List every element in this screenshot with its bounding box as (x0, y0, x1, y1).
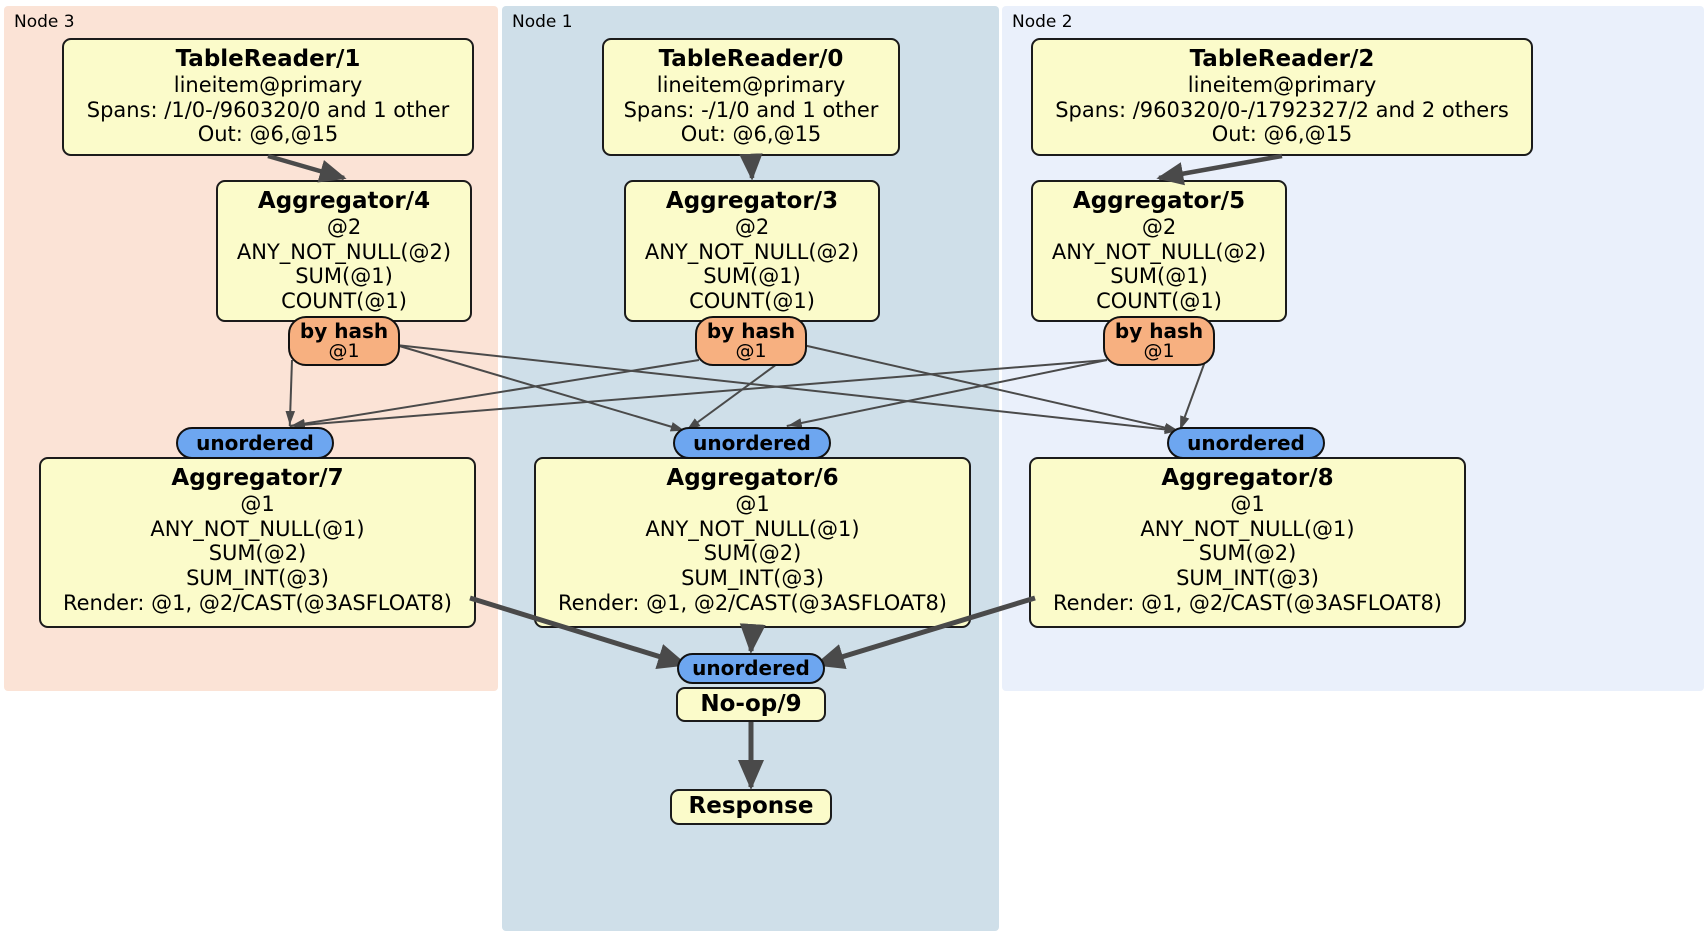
by-hash-router-hash5[interactable]: by hash@1 (1103, 316, 1215, 366)
processor-detail-line: ANY_NOT_NULL(@1) (150, 516, 365, 541)
processor-detail-line: SUM(@2) (1198, 541, 1297, 566)
processor-detail-line: SUM_INT(@3) (1176, 566, 1319, 591)
processor-detail-line: ANY_NOT_NULL(@2) (1051, 239, 1267, 264)
pill-sublabel: @1 (735, 339, 767, 362)
processor-detail-line: lineitem@primary (656, 72, 846, 97)
processor-title: Aggregator/7 (171, 465, 344, 491)
processor-detail-line: Spans: -/1/0 and 1 other (623, 97, 879, 122)
processor-detail-line: SUM(@1) (1110, 264, 1208, 289)
processor-detail-line: @1 (1230, 491, 1265, 516)
processor-detail-line: SUM(@1) (703, 264, 801, 289)
processor-title: Response (688, 793, 814, 820)
processor-detail-line: Out: @6,@15 (197, 122, 339, 147)
processor-detail-line: Render: @1, @2/CAST(@3ASFLOAT8) (557, 590, 948, 615)
processor-detail-line: SUM(@1) (295, 264, 393, 289)
processor-detail-line: COUNT(@1) (281, 289, 407, 314)
node-panel-label: Node 3 (14, 12, 75, 32)
unordered-synchronizer-unordered6[interactable]: unordered (673, 427, 831, 459)
processor-detail-line: ANY_NOT_NULL(@2) (236, 239, 452, 264)
processor-title: TableReader/2 (1189, 46, 1375, 72)
pill-label: unordered (692, 656, 810, 680)
processor-detail-line: SUM_INT(@3) (681, 566, 824, 591)
by-hash-router-hash3[interactable]: by hash@1 (695, 316, 807, 366)
pill-sublabel: @1 (1143, 339, 1175, 362)
processor-detail-line: COUNT(@1) (1096, 289, 1222, 314)
processor-detail-line: ANY_NOT_NULL(@1) (645, 516, 860, 541)
processor-response[interactable]: Response (670, 789, 832, 825)
processor-detail-line: Spans: /960320/0-/1792327/2 and 2 others (1055, 97, 1509, 122)
processor-detail-line: @1 (735, 491, 770, 516)
unordered-synchronizer-unordered7[interactable]: unordered (176, 427, 334, 459)
processor-detail-line: ANY_NOT_NULL(@1) (1140, 516, 1355, 541)
unordered-synchronizer-unordered9[interactable]: unordered (677, 653, 825, 684)
pill-label: by hash (706, 318, 796, 343)
processor-title: No-op/9 (700, 690, 802, 717)
processor-detail-line: SUM_INT(@3) (186, 566, 329, 591)
processor-detail-line: Render: @1, @2/CAST(@3ASFLOAT8) (62, 590, 453, 615)
processor-detail-line: COUNT(@1) (689, 289, 815, 314)
processor-title: Aggregator/3 (665, 188, 839, 214)
processor-detail-line: Out: @6,@15 (1211, 122, 1353, 147)
processor-title: TableReader/0 (658, 46, 844, 72)
processor-detail-line: Render: @1, @2/CAST(@3ASFLOAT8) (1052, 590, 1443, 615)
processor-detail-line: lineitem@primary (1187, 72, 1377, 97)
pill-label: by hash (1114, 318, 1204, 343)
node-panel-label: Node 1 (512, 12, 573, 32)
pill-label: unordered (1187, 430, 1305, 455)
processor-title: Aggregator/6 (666, 465, 839, 491)
processor-title: Aggregator/8 (1161, 465, 1334, 491)
by-hash-router-hash4[interactable]: by hash@1 (288, 316, 400, 366)
pill-sublabel: @1 (328, 339, 360, 362)
processor-detail-line: Spans: /1/0-/960320/0 and 1 other (86, 97, 450, 122)
processor-title: Aggregator/4 (257, 188, 431, 214)
processor-detail-line: @2 (734, 214, 770, 239)
node-panel-label: Node 2 (1012, 12, 1073, 32)
pill-label: by hash (299, 318, 389, 343)
processor-detail-line: Out: @6,@15 (680, 122, 822, 147)
processor-detail-line: SUM(@2) (703, 541, 802, 566)
processor-noop9[interactable]: No-op/9 (676, 687, 826, 722)
processor-detail-line: ANY_NOT_NULL(@2) (644, 239, 860, 264)
processor-title: Aggregator/5 (1072, 188, 1246, 214)
processor-detail-line: @2 (326, 214, 362, 239)
processor-title: TableReader/1 (175, 46, 361, 72)
unordered-synchronizer-unordered8[interactable]: unordered (1167, 427, 1325, 459)
pill-label: unordered (196, 430, 314, 455)
processor-detail-line: lineitem@primary (173, 72, 363, 97)
processor-detail-line: @1 (240, 491, 275, 516)
pill-label: unordered (693, 430, 811, 455)
processor-detail-line: @2 (1141, 214, 1177, 239)
processor-detail-line: SUM(@2) (208, 541, 307, 566)
